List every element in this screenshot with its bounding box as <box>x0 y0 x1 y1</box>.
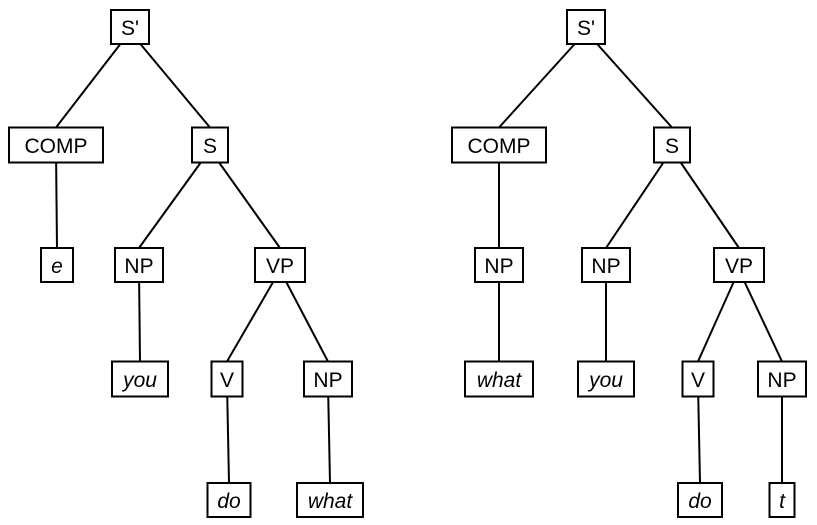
node-box-L-what <box>296 482 364 518</box>
tree-edge-R-S-to-R-VP <box>679 161 740 249</box>
tree-node-R-what[interactable]: what <box>464 360 534 398</box>
tree-node-L-e[interactable]: e <box>40 247 74 283</box>
node-box-R-Sbar <box>566 9 606 45</box>
tree-edge-L-V-to-L-do <box>226 396 230 484</box>
tree-node-R-you[interactable]: you <box>577 360 635 398</box>
tree-edge-L-NP1-to-L-you <box>138 281 141 362</box>
tree-node-R-S[interactable]: S <box>653 126 691 164</box>
tree-node-L-Sbar[interactable]: S' <box>110 9 150 45</box>
tree-edge-L-VP-to-L-V <box>226 281 274 363</box>
tree-node-R-NP1[interactable]: NP <box>581 247 631 283</box>
node-label-L-Sbar: S' <box>121 17 139 40</box>
tree-node-L-VP[interactable]: VP <box>254 247 306 283</box>
node-label-R-you: you <box>587 369 623 392</box>
tree-edge-R-V-to-R-do <box>697 396 701 484</box>
node-label-L-VP: VP <box>266 255 294 278</box>
node-label-R-t: t <box>779 490 786 513</box>
node-label-L-you: you <box>121 369 157 392</box>
node-label-R-S: S <box>665 135 679 158</box>
tree-node-L-V[interactable]: V <box>210 360 244 398</box>
right-tree-edges <box>498 43 783 484</box>
node-box-R-S <box>653 126 691 164</box>
node-label-R-NP1: NP <box>591 255 620 278</box>
tree-node-L-what[interactable]: what <box>296 482 364 518</box>
tree-node-R-NP2[interactable]: NP <box>757 360 807 398</box>
tree-node-L-NP2[interactable]: NP <box>303 360 353 398</box>
tree-edge-R-VP-to-R-NP2 <box>743 281 783 362</box>
tree-edge-R-Sbar-to-R-S <box>596 43 673 129</box>
node-box-R-t <box>768 482 796 518</box>
node-box-R-COMP <box>451 126 547 164</box>
node-box-L-you <box>111 360 169 398</box>
tree-node-R-VP[interactable]: VP <box>713 247 765 283</box>
tree-edge-L-Sbar-to-L-S <box>139 43 211 129</box>
node-box-L-NP2 <box>303 360 353 398</box>
tree-edge-L-VP-to-L-NP2 <box>285 281 329 362</box>
node-box-R-NP1 <box>581 247 631 283</box>
node-box-L-do <box>206 482 252 518</box>
node-label-R-VP: VP <box>725 255 753 278</box>
node-box-L-COMP <box>8 126 104 164</box>
node-box-R-NP0 <box>474 247 524 283</box>
tree-node-L-you[interactable]: you <box>111 360 169 398</box>
node-label-L-do: do <box>217 490 241 513</box>
node-box-L-e <box>40 247 74 283</box>
tree-edge-R-VP-to-R-V <box>697 281 735 362</box>
tree-edge-L-COMP-to-L-e <box>55 162 58 249</box>
tree-node-L-S[interactable]: S <box>191 126 229 164</box>
edges-layer <box>55 43 783 484</box>
node-label-L-e: e <box>51 255 63 278</box>
node-box-R-NP2 <box>757 360 807 398</box>
right-tree-nodes: S' COMP S NP NP VP what you V NP do t <box>451 9 807 518</box>
node-label-R-COMP: COMP <box>468 135 531 158</box>
node-label-L-COMP: COMP <box>25 135 88 158</box>
node-label-L-what: what <box>308 490 354 513</box>
node-label-L-S: S <box>203 135 217 158</box>
tree-node-R-NP0[interactable]: NP <box>474 247 524 283</box>
tree-node-R-Sbar[interactable]: S' <box>566 9 606 45</box>
node-label-L-V: V <box>220 369 234 392</box>
tree-edge-R-S-to-R-NP1 <box>605 161 665 249</box>
node-box-L-VP <box>254 247 306 283</box>
node-label-R-NP0: NP <box>484 255 513 278</box>
tree-node-L-COMP[interactable]: COMP <box>8 126 104 164</box>
node-box-L-S <box>191 126 229 164</box>
tree-node-R-COMP[interactable]: COMP <box>451 126 547 164</box>
node-box-L-Sbar <box>110 9 150 45</box>
left-tree-edges <box>55 43 331 484</box>
node-label-L-NP2: NP <box>313 369 342 392</box>
tree-node-L-do[interactable]: do <box>206 482 252 518</box>
tree-edge-L-S-to-L-VP <box>218 161 281 249</box>
tree-edge-L-S-to-L-NP1 <box>138 161 202 249</box>
node-label-R-Sbar: S' <box>577 17 595 40</box>
node-label-R-what: what <box>477 369 523 392</box>
node-label-R-V: V <box>691 369 705 392</box>
tree-node-R-do[interactable]: do <box>677 482 723 518</box>
tree-edge-L-NP2-to-L-what <box>327 396 331 484</box>
node-box-R-V <box>681 360 715 398</box>
tree-edge-L-Sbar-to-L-COMP <box>55 43 122 129</box>
node-label-R-do: do <box>688 490 712 513</box>
node-box-R-you <box>577 360 635 398</box>
tree-edge-R-Sbar-to-R-COMP <box>498 43 576 129</box>
tree-node-R-t[interactable]: t <box>768 482 796 518</box>
node-box-L-V <box>210 360 244 398</box>
node-box-L-NP1 <box>114 247 164 283</box>
node-label-R-NP2: NP <box>767 369 796 392</box>
node-label-L-NP1: NP <box>124 255 153 278</box>
node-box-R-do <box>677 482 723 518</box>
node-box-R-what <box>464 360 534 398</box>
tree-node-R-V[interactable]: V <box>681 360 715 398</box>
tree-node-L-NP1[interactable]: NP <box>114 247 164 283</box>
node-box-R-VP <box>713 247 765 283</box>
